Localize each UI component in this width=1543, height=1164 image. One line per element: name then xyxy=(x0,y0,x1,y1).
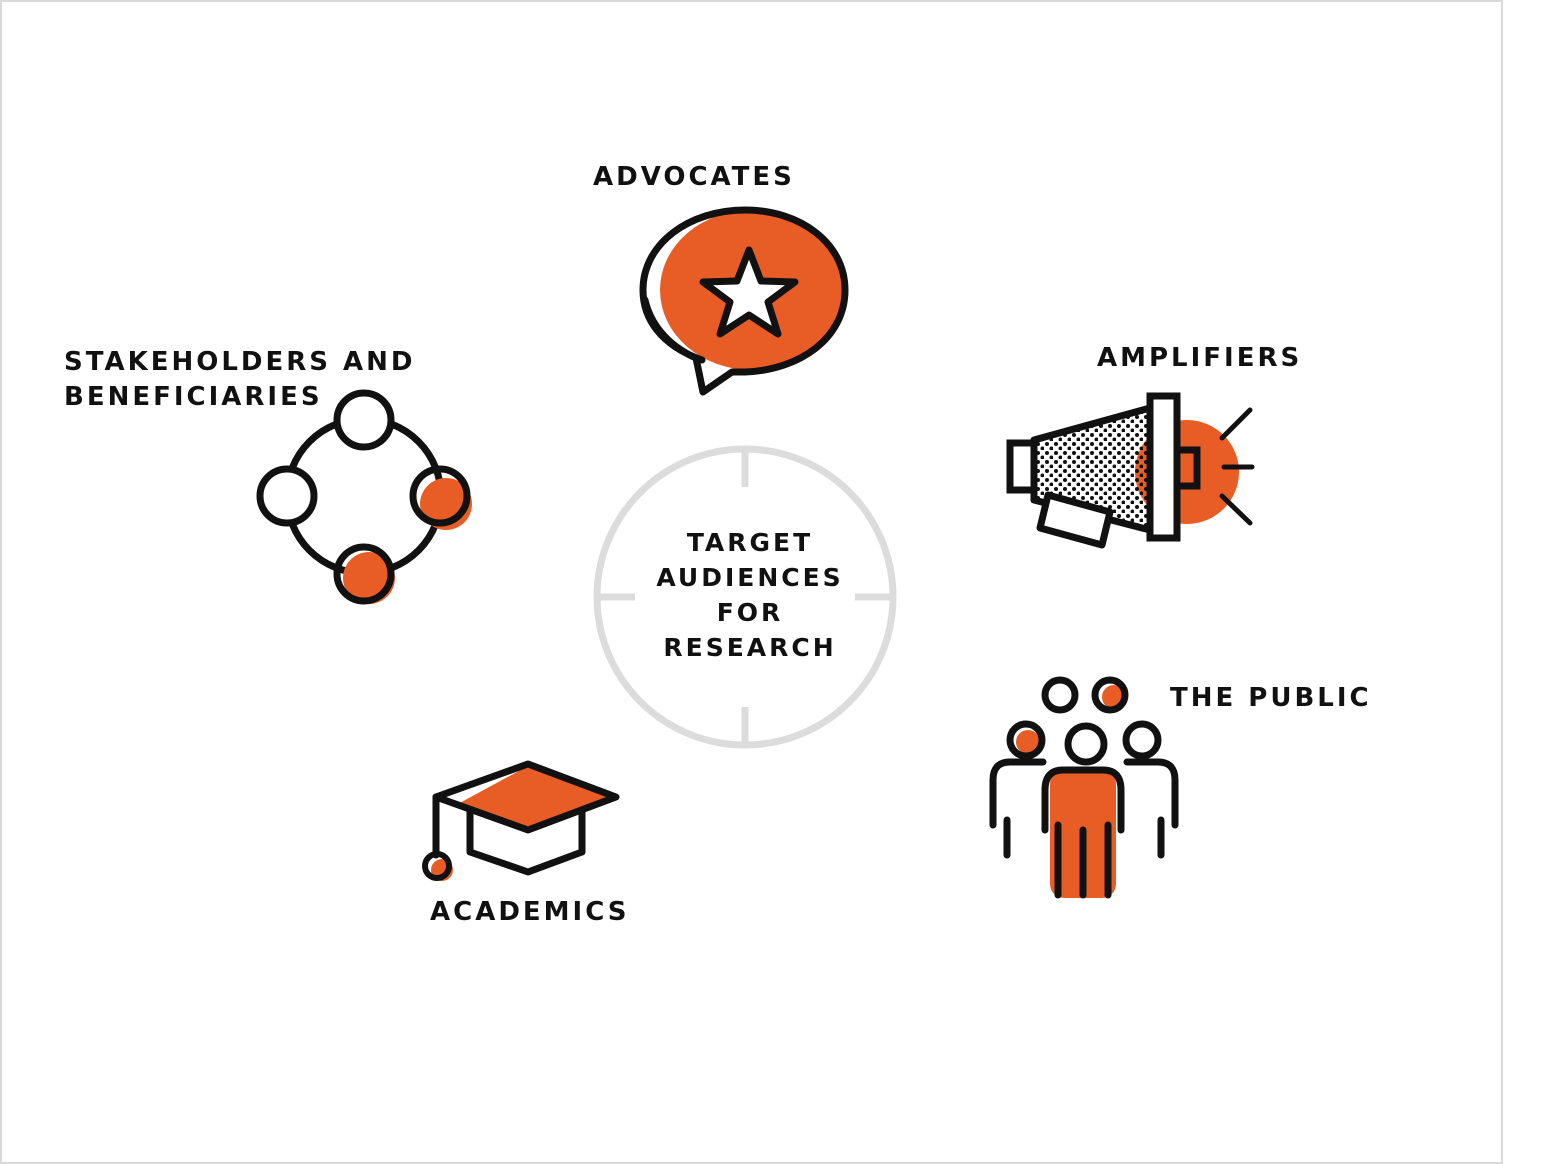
group-of-people-icon xyxy=(989,676,1179,899)
center-title-line: RESEARCH xyxy=(663,633,837,662)
connected-circles-icon xyxy=(256,389,472,605)
academics-label: ACADEMICS xyxy=(430,897,630,927)
center-title-line: TARGET xyxy=(686,528,814,557)
diagram-frame xyxy=(0,0,1503,1164)
beneficiaries-label: BENEFICIARIES xyxy=(64,382,323,412)
speech-bubble-star-icon xyxy=(639,206,849,396)
amplifiers-label: AMPLIFIERS xyxy=(1097,343,1303,373)
graduation-cap-icon xyxy=(422,760,620,881)
center-title-line: AUDIENCES xyxy=(656,563,844,592)
center-title-line: FOR xyxy=(716,598,784,627)
target-crosshair-icon xyxy=(593,445,897,749)
megaphone-icon xyxy=(1006,392,1255,549)
the-public-label: THE PUBLIC xyxy=(1170,683,1372,713)
stakeholders-label: STAKEHOLDERS AND xyxy=(64,347,416,377)
advocates-label: ADVOCATES xyxy=(593,162,795,192)
center-title: TARGET AUDIENCES FOR RESEARCH xyxy=(620,525,880,665)
